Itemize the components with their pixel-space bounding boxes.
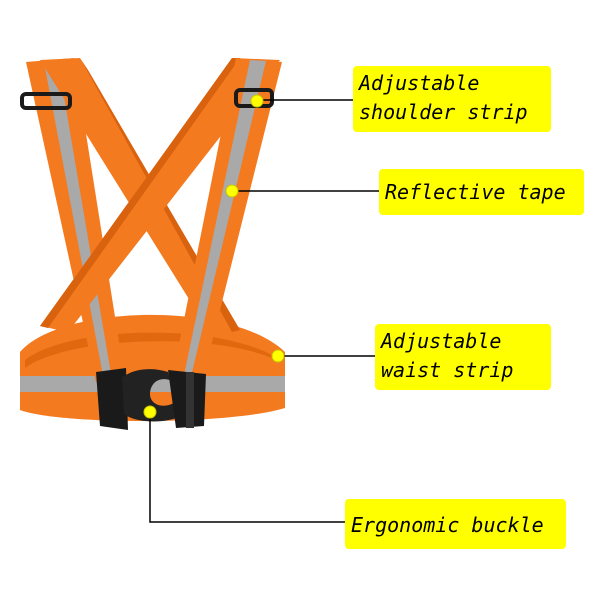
leader-buckle: [149, 412, 345, 523]
left-shoulder-strap: [26, 58, 125, 382]
marker-shoulder: [250, 94, 264, 108]
cross-strap-b: [40, 58, 280, 332]
waist-strip: [20, 314, 285, 422]
callout-shoulder-strip: Adjustable shoulder strip: [353, 66, 551, 132]
marker-waist: [271, 349, 285, 363]
right-shoulder-strap: [172, 58, 282, 382]
marker-reflective: [225, 184, 239, 198]
callout-waist-strip: Adjustable waist strip: [375, 324, 551, 390]
leader-lines: [149, 99, 379, 523]
callout-buckle: Ergonomic buckle: [345, 499, 566, 549]
buckle: [96, 368, 206, 430]
marker-buckle: [143, 405, 157, 419]
markers: [143, 94, 285, 419]
left-adjuster: [20, 92, 72, 110]
callout-reflective-tape: Reflective tape: [379, 169, 584, 215]
